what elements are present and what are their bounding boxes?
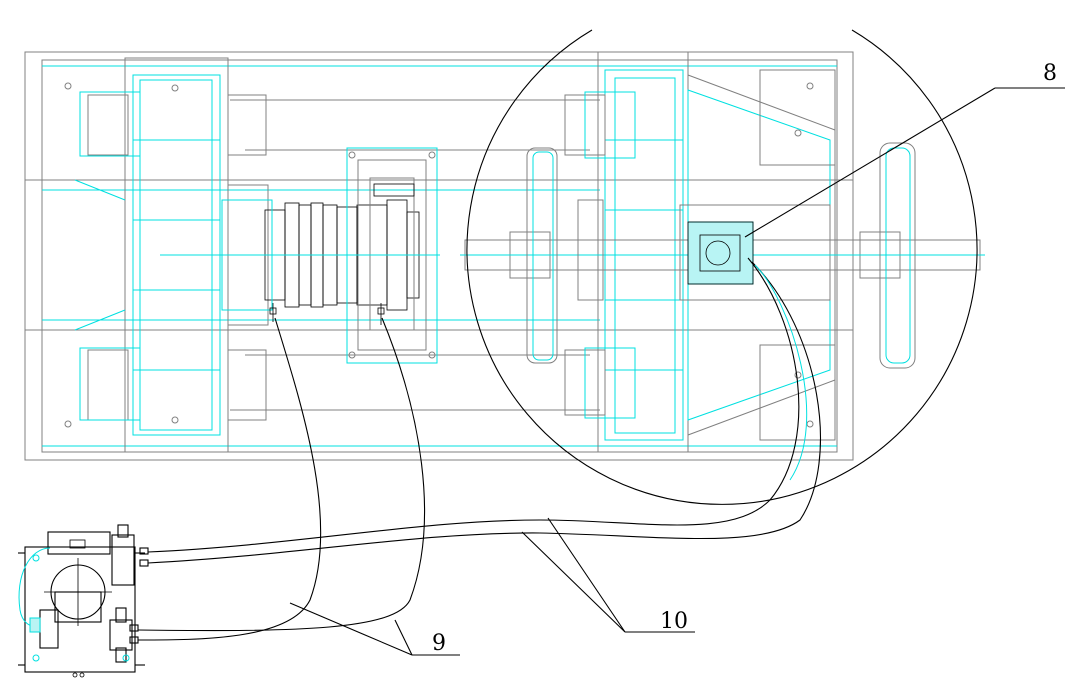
leaders: [289, 87, 1065, 656]
control-box: [18, 524, 149, 678]
motor-assembly: [160, 147, 440, 364]
main-frame: [24, 51, 854, 461]
label-8: 8: [1043, 61, 1057, 86]
right-wheel-assembly: [460, 51, 985, 453]
hoses: [137, 257, 821, 641]
label-9: 9: [432, 631, 446, 656]
label-10: 10: [660, 609, 688, 634]
detail-circle: [466, 29, 978, 505]
